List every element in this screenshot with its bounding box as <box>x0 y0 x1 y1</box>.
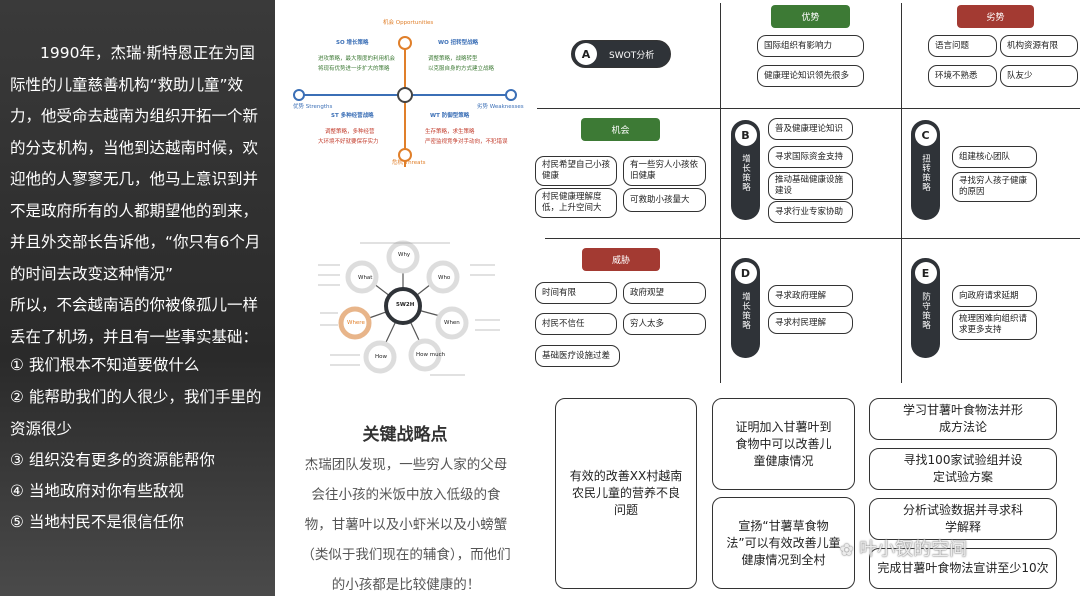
so-title: SO 增长策略 <box>336 40 369 46</box>
goal-box: 有效的改善XX村越南农民儿童的营养不良问题 <box>555 398 697 589</box>
weaknesses-label: 劣势 Weaknesses <box>477 104 524 110</box>
b-item: 寻求行业专家协助 <box>768 201 853 223</box>
c-label: 扭转策略 <box>920 154 931 192</box>
weakness-header: 劣势 <box>957 5 1034 28</box>
threat-item: 基础医疗设施过差 <box>535 345 620 367</box>
grid-line <box>901 3 903 383</box>
so-line: 将现有优势进一步扩大的策略 <box>318 66 390 72</box>
wt-title: WT 防御型策略 <box>430 113 470 119</box>
story-intro: 1990年，杰瑞·斯特恩正在为国际性的儿童慈善机构“救助儿童”效力，他受命去越南… <box>10 44 261 283</box>
grid-line <box>537 108 1080 110</box>
opportunity-item: 有一些穷人小孩依旧健康 <box>623 156 706 186</box>
threat-item: 政府观望 <box>623 282 706 304</box>
wo-title: WO 扭转型战略 <box>438 40 479 46</box>
key-strategy-body: 杰瑞团队发现，一些穷人家的父母会往小孩的米饭中放入低级的食物，甘薯叶以及小虾米以… <box>301 457 511 593</box>
c-item: 组建核心团队 <box>952 146 1037 168</box>
strategy-tag-c: C 扭转策略 <box>911 120 940 220</box>
strength-item: 健康理论知识领先很多 <box>757 65 864 87</box>
hypothesis-box: 证明加入甘薯叶到食物中可以改善儿童健康情况 <box>712 398 855 490</box>
opportunity-item: 村民健康理解度低，上升空间大 <box>535 188 617 218</box>
step-box: 学习甘薯叶食物法并形成方法论 <box>869 398 1057 440</box>
opportunity-header: 机会 <box>581 118 660 141</box>
step-box: 寻找100家试验组并设定试验方案 <box>869 448 1057 490</box>
grid-line <box>545 238 1080 240</box>
swot-analysis-pill: A SWOT分析 <box>571 40 671 68</box>
watermark-text: 叶小钗的空间 <box>859 539 968 560</box>
swot-cross-diagram <box>293 36 517 167</box>
fivew-center: 5W2H <box>396 302 415 308</box>
story-line: 所以，不会越南语的你被像孤儿一样丢在了机场，并且有一些事实基础： <box>10 296 259 346</box>
strategy-tag-d: D 增长策略 <box>731 258 760 358</box>
threat-header: 威胁 <box>582 248 660 271</box>
story-fact: ④ 当地政府对你有些敌视 <box>10 482 184 500</box>
strength-header: 优势 <box>771 5 850 28</box>
e-item: 向政府请求延期 <box>952 285 1037 307</box>
wechat-icon: ✿ <box>840 540 854 559</box>
strategy-tag-b: B 增长策略 <box>731 120 760 220</box>
grid-line <box>720 3 722 383</box>
strategy-tag-e: E 防守策略 <box>911 258 940 358</box>
story-panel: 1990年，杰瑞·斯特恩正在为国际性的儿童慈善机构“救助儿童”效力，他受命去越南… <box>0 0 275 596</box>
threat-item: 穷人太多 <box>623 313 706 335</box>
step-box: 分析试验数据并寻求科学解释 <box>869 498 1057 540</box>
st-line: 调整策略，多种经营 <box>325 129 375 135</box>
swot-analysis-label: SWOT分析 <box>609 50 655 61</box>
fivew-node-why: Why <box>398 252 411 258</box>
e-item: 梳理困难向组织请求更多支持 <box>952 310 1037 340</box>
opportunity-item: 村民希望自己小孩健康 <box>535 156 617 186</box>
b-item: 普及健康理论知识 <box>768 118 853 140</box>
wt-line: 严密监视竞争对手动向，不犯错误 <box>425 139 508 145</box>
d-item: 寻求村民理解 <box>768 312 853 334</box>
wt-line: 生存策略，求生策略 <box>425 129 475 135</box>
b-badge: B <box>734 124 757 146</box>
story-fact: ① 我们根本不知道要做什么 <box>10 356 200 374</box>
b-label: 增长策略 <box>740 154 751 192</box>
wo-line: 以克服自身的方式建立战略 <box>428 66 495 72</box>
story-fact: ⑤ 当地村民不是很信任你 <box>10 513 184 531</box>
b-item: 寻求国际资金支持 <box>768 146 853 168</box>
strengths-label: 优势 Strengths <box>293 104 333 110</box>
fivew-node-when: When <box>444 320 460 326</box>
d-label: 增长策略 <box>740 292 751 330</box>
fivew-node-how-much: How much <box>416 352 446 358</box>
weakness-item: 环境不熟悉 <box>928 65 997 87</box>
hypothesis-box: 宣扬“甘薯草食物法”可以有效改善儿童健康情况到全村 <box>712 497 855 589</box>
fivew-node-who: Who <box>438 275 451 281</box>
e-badge: E <box>914 262 937 284</box>
fivew-node-how: How <box>375 354 387 360</box>
e-label: 防守策略 <box>920 292 931 330</box>
strength-item: 国际组织有影响力 <box>757 35 864 57</box>
watermark: ✿ 叶小钗的空间 <box>840 535 967 561</box>
key-strategy-title: 关键战略点 <box>362 425 448 445</box>
c-item: 寻找穷人孩子健康的原因 <box>952 172 1037 202</box>
st-line: 大环境不好就要保存实力 <box>318 139 379 145</box>
b-item: 推动基础健康设施建设 <box>768 172 853 200</box>
fivew-node-where: Where <box>347 320 365 326</box>
wo-line: 调整策略，战略转型 <box>428 56 478 62</box>
opportunities-label: 机会 Opportunities <box>383 20 434 26</box>
so-line: 进攻策略，最大限度的利用机会 <box>318 56 396 62</box>
opportunity-item: 可救助小孩量大 <box>623 188 706 212</box>
d-badge: D <box>734 262 757 284</box>
fivew-node-what: What <box>358 275 373 281</box>
story-fact: ② 能帮助我们的人很少，我们手里的资源很少 <box>10 388 262 438</box>
weakness-item: 队友少 <box>1000 65 1078 87</box>
c-badge: C <box>914 124 937 146</box>
fivew-diagram <box>318 240 500 376</box>
d-item: 寻求政府理解 <box>768 285 853 307</box>
weakness-item: 机构资源有限 <box>1000 35 1078 57</box>
threats-label: 危机 Threats <box>392 160 426 166</box>
weakness-item: 语言问题 <box>928 35 997 57</box>
step-box: 完成甘薯叶食物法宣讲至少10次 <box>869 548 1057 589</box>
st-title: ST 多种经营战略 <box>331 113 374 119</box>
a-badge: A <box>575 43 597 65</box>
story-fact: ③ 组织没有更多的资源能帮你 <box>10 451 215 469</box>
threat-item: 时间有限 <box>535 282 617 304</box>
threat-item: 村民不信任 <box>535 313 617 335</box>
